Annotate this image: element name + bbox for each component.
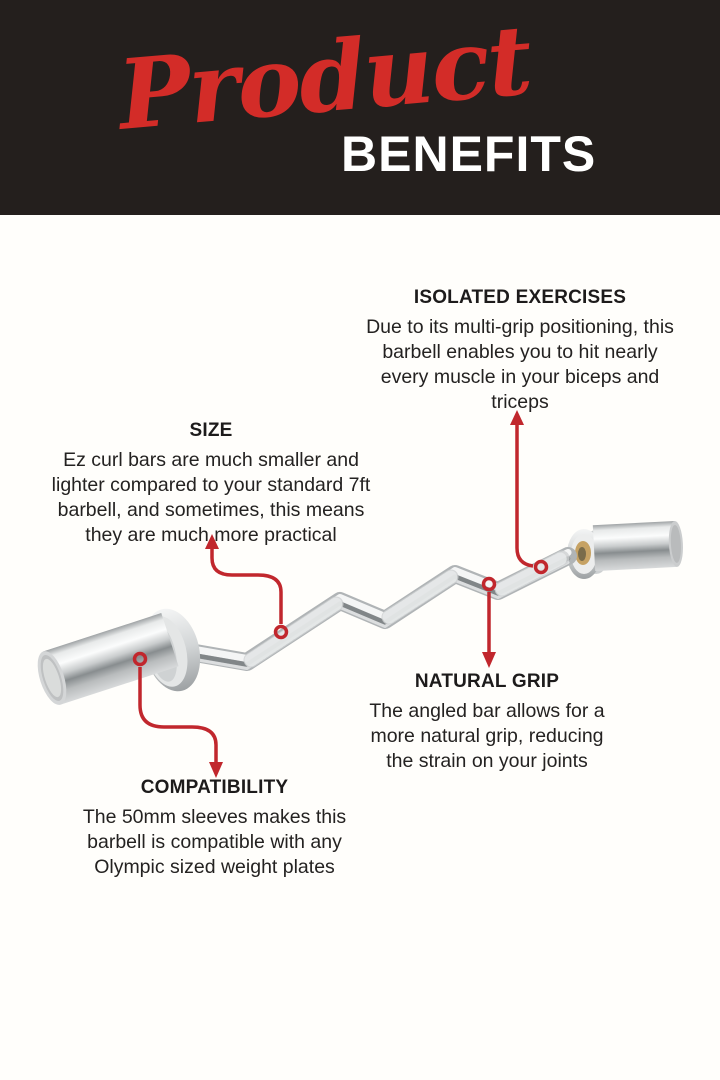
benefit-title: ISOLATED EXERCISES [413,287,627,308]
benefit-text-line: The angled bar allows for a [369,700,605,722]
right-sleeve [592,520,683,572]
benefit-text-line: barbell is compatible with any [87,831,342,853]
arrow-up-icon [510,410,524,425]
benefit-text-line: barbell, and sometimes, this means [57,499,365,521]
knurled-grip-sections [243,550,570,668]
annotation-connectors [132,410,549,778]
right-end-cap [670,524,681,563]
size-connector-arrow [205,534,289,640]
benefit-text-line: more natural grip, reducing [370,725,604,747]
benefit-title: COMPATIBILITY [140,777,289,798]
barbell-shaft [169,547,577,671]
benefit-compatibility: COMPATIBILITY The 50mm sleeves makes thi… [62,777,367,880]
benefit-text-line: lighter compared to your standard 7ft [51,474,371,496]
header-band: Product BENEFITS [0,0,720,215]
benefit-text-line: barbell enables you to hit nearly [382,341,658,363]
isolated-connector-arrow [510,410,549,575]
benefit-text-line: The 50mm sleeves makes this [82,806,347,828]
arrow-down-icon [209,762,223,778]
benefit-text-line: Ez curl bars are much smaller and [63,449,359,471]
benefit-text-line: triceps [491,391,549,413]
benefit-text-line: Olympic sized weight plates [94,856,335,878]
compatibility-connector-arrow [132,651,223,778]
benefit-size: SIZE Ez curl bars are much smaller and l… [45,420,377,548]
left-sleeve [37,613,179,705]
benefit-text-line: every muscle in your biceps and [380,366,660,388]
natural-grip-connector-arrow [481,576,497,668]
benefit-text-line: they are much more practical [85,524,337,546]
benefit-title: NATURAL GRIP [414,671,560,692]
arrow-up-icon [205,534,219,549]
benefit-text-line: Due to its multi-grip positioning, this [366,316,674,338]
header-main-word: BENEFITS [341,126,597,182]
left-end-cap [42,658,62,698]
arrow-down-icon [482,652,496,668]
benefit-isolated-exercises: ISOLATED EXERCISES Due to its multi-grip… [355,287,685,415]
benefit-natural-grip: NATURAL GRIP The angled bar allows for a… [337,671,637,774]
benefit-title: SIZE [189,420,233,441]
benefit-text-line: the strain on your joints [386,750,588,772]
